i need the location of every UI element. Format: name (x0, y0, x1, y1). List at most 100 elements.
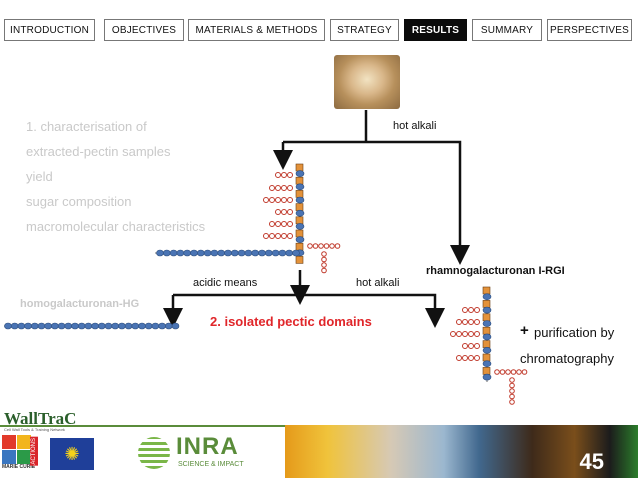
galactose-side-chain-unit (323, 243, 330, 249)
purification-label: purification by (534, 325, 615, 340)
nav-perspectives[interactable]: PERSPECTIVES (547, 19, 632, 41)
marie-curie-logo: MARIE CURIE (2, 435, 42, 475)
galacturonic-acid-unit (203, 249, 212, 257)
footer-photo-banner (285, 425, 638, 478)
galacturonic-acid-unit (131, 322, 140, 330)
galactose-side-chain-unit (334, 243, 341, 249)
rhamnose-unit (295, 190, 304, 198)
galactose-side-chain-unit (263, 197, 269, 203)
galacturonic-acid-unit (278, 249, 287, 257)
galactose-side-chain-unit (456, 319, 462, 325)
galactose-side-chain-unit (275, 221, 281, 227)
galactose-side-chain-unit (318, 243, 324, 249)
nav-introduction[interactable]: INTRODUCTION (4, 19, 95, 41)
nav-objectives[interactable]: OBJECTIVES (104, 19, 184, 41)
galactose-side-chain-unit (462, 331, 468, 337)
galactose-side-chain-unit (269, 185, 275, 191)
galacturonic-acid-unit (264, 249, 273, 257)
galactose-side-chain-unit (321, 256, 327, 263)
rhamnose-unit (295, 242, 304, 251)
galacturonic-acid-unit (285, 249, 294, 257)
galacturonic-acid-unit (111, 322, 119, 330)
galactose-side-chain-unit (462, 355, 468, 361)
galactose-side-chain-unit (474, 307, 480, 313)
plus-sign: + (520, 322, 529, 339)
rhamnose-unit (482, 313, 491, 322)
rhamnose-unit (482, 326, 491, 335)
faded-list-item: 1. characterisation of (26, 119, 147, 134)
galactose-side-chain-unit (275, 209, 281, 215)
nav-summary[interactable]: SUMMARY (472, 19, 542, 41)
galacturonic-acid-unit (165, 322, 173, 330)
galacturonic-acid-unit (51, 322, 59, 330)
galacturonic-acid-unit (156, 249, 164, 257)
galactose-side-chain-unit (269, 197, 275, 203)
galacturonic-acid-unit (151, 322, 160, 330)
galacturonic-acid-unit (197, 249, 205, 257)
rhamnose-unit (482, 353, 491, 362)
galacturonic-acid-unit (210, 249, 219, 257)
rhamnose-unit (295, 229, 304, 238)
rhamnose-unit (482, 340, 491, 348)
nav-results[interactable]: RESULTS (404, 19, 467, 41)
rhamnose-unit (295, 216, 304, 225)
galactose-side-chain-unit (462, 319, 468, 325)
galacturonic-acid-unit (4, 322, 12, 330)
galacturonic-acid-unit (482, 320, 492, 327)
galacturonic-acid-unit (482, 293, 492, 301)
galactose-side-chain-unit (462, 307, 468, 313)
galactose-side-chain-unit (505, 369, 511, 375)
galactose-side-chain-unit (269, 233, 275, 239)
galacturonic-acid-unit (57, 322, 66, 330)
galacturonic-acid-unit (37, 322, 46, 330)
isolated-domains-label: 2. isolated pectic domains (210, 314, 372, 329)
galacturonic-acid-unit (482, 306, 492, 314)
hot-alkali-label: hot alkali (393, 120, 437, 132)
galactose-side-chain-unit (509, 388, 515, 394)
galacturonic-acid-unit (158, 322, 166, 330)
footer-green-bar (0, 425, 285, 427)
galactose-side-chain-unit (456, 355, 462, 361)
faded-list-item: yield (26, 169, 53, 184)
galactose-side-chain-unit (281, 221, 287, 227)
galacturonic-acid-unit (244, 249, 253, 257)
galactose-side-chain-unit (468, 355, 474, 361)
rhamnose-unit (482, 286, 491, 295)
galactose-side-chain-unit (329, 243, 335, 249)
galacturonic-acid-unit (295, 170, 305, 177)
galacturonic-acid-unit (295, 223, 305, 230)
galactose-side-chain-unit (462, 343, 468, 349)
galacturonic-acid-unit (183, 249, 191, 257)
galacturonic-acid-unit (295, 196, 305, 204)
galacturonic-acid-unit (98, 322, 106, 330)
galactose-side-chain-unit (287, 233, 293, 239)
pectin-molecule (155, 163, 341, 274)
galactose-side-chain-unit (474, 331, 480, 337)
galactose-side-chain-unit (468, 307, 474, 313)
galactose-side-chain-unit (450, 331, 456, 337)
galactose-side-chain-unit (468, 331, 474, 337)
nav-strategy[interactable]: STRATEGY (330, 19, 399, 41)
faded-list-item: macromolecular characteristics (26, 219, 206, 234)
footer: WallTraC Cell Wall Tools & Training Netw… (0, 403, 638, 478)
galactose-side-chain-unit (321, 267, 327, 274)
galactose-side-chain-unit (287, 185, 293, 191)
galactose-side-chain-unit (499, 369, 506, 375)
homogalacturonan-chain (4, 322, 180, 330)
galactose-side-chain-unit (494, 369, 500, 375)
galacturonic-acid-unit (171, 322, 180, 330)
galacturonic-acid-unit (124, 322, 133, 330)
galactose-side-chain-unit (281, 209, 287, 215)
galacturonic-acid-unit (224, 249, 232, 257)
arrow-top-split (273, 110, 470, 265)
galactose-side-chain-unit (509, 377, 515, 383)
galacturonic-acid-unit (190, 249, 198, 257)
galactose-side-chain-unit (474, 343, 480, 349)
nav-materials-methods[interactable]: MATERIALS & METHODS (188, 19, 325, 41)
galactose-side-chain-unit (287, 221, 293, 227)
galactose-side-chain-unit (516, 369, 522, 375)
galacturonic-acid-unit (118, 322, 126, 330)
galacturonic-acid-unit (24, 322, 32, 330)
galactose-side-chain-unit (510, 369, 517, 375)
galactose-side-chain-unit (509, 382, 515, 389)
